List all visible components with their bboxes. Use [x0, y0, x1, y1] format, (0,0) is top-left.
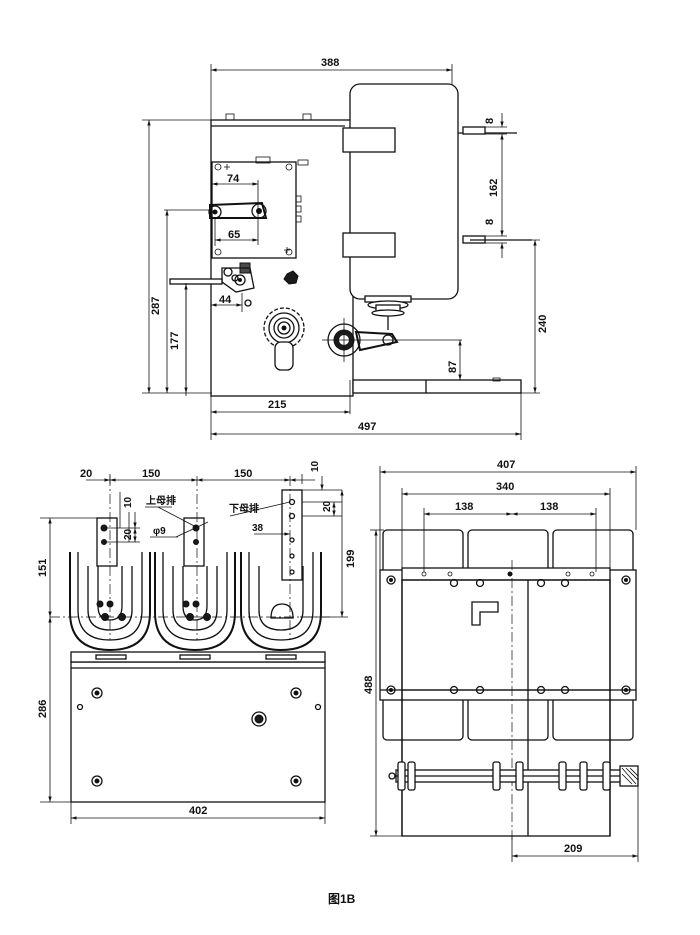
dim-8-bottom: 8: [484, 219, 496, 225]
dim-150-a: 150: [142, 468, 160, 480]
coil-unit: [349, 83, 459, 300]
label-upper-busbar: 上母排: [146, 494, 176, 507]
dim-138-a: 138: [455, 501, 473, 513]
phase-2: [154, 517, 236, 652]
dim-340: 340: [496, 481, 514, 493]
front-body: [70, 661, 326, 803]
figure-caption: 图1B: [328, 892, 356, 906]
dim-10-right: 10: [310, 460, 321, 472]
dim-240: 240: [537, 315, 549, 333]
dim-209: 209: [564, 843, 582, 855]
dim-20-left: 20: [80, 468, 92, 480]
dim-20-right: 20: [322, 500, 333, 512]
dim-215: 215: [268, 399, 286, 411]
dim-138-b: 138: [540, 501, 558, 513]
dim-44: 44: [219, 294, 232, 306]
dim-388: 388: [321, 57, 339, 69]
label-phi9: φ9: [153, 526, 166, 537]
plan-view: 407 340 138 138 488 209: [363, 459, 639, 862]
dim-287: 287: [150, 297, 162, 315]
dim-150-b: 150: [234, 468, 252, 480]
dim-38: 38: [252, 523, 264, 534]
dim-177: 177: [169, 332, 181, 350]
frame-plate: [379, 569, 637, 701]
dim-8-top: 8: [484, 118, 496, 124]
dim-10-small: 10: [123, 496, 134, 508]
dim-151: 151: [37, 559, 49, 577]
dim-199: 199: [345, 550, 357, 568]
label-lower-busbar: 下母排: [229, 502, 259, 515]
sprocket-gear: [263, 307, 305, 371]
dim-407: 407: [497, 459, 515, 471]
dim-488: 488: [363, 676, 375, 694]
mechanism-plate: [211, 161, 297, 259]
dim-20-small: 20: [123, 528, 134, 540]
dim-87: 87: [447, 361, 459, 373]
side-view: 388 8 162 8 74 65 44 287 177 240 87 215 …: [142, 57, 549, 440]
dim-74: 74: [227, 173, 240, 185]
dim-286: 286: [37, 700, 49, 718]
front-view: 20 150 150 10 10 20 上母排 φ9 下母排 20 38 199…: [37, 460, 357, 824]
dim-65: 65: [228, 229, 240, 241]
dim-402: 402: [189, 805, 207, 817]
dim-162: 162: [488, 179, 500, 197]
dim-497: 497: [358, 421, 376, 433]
